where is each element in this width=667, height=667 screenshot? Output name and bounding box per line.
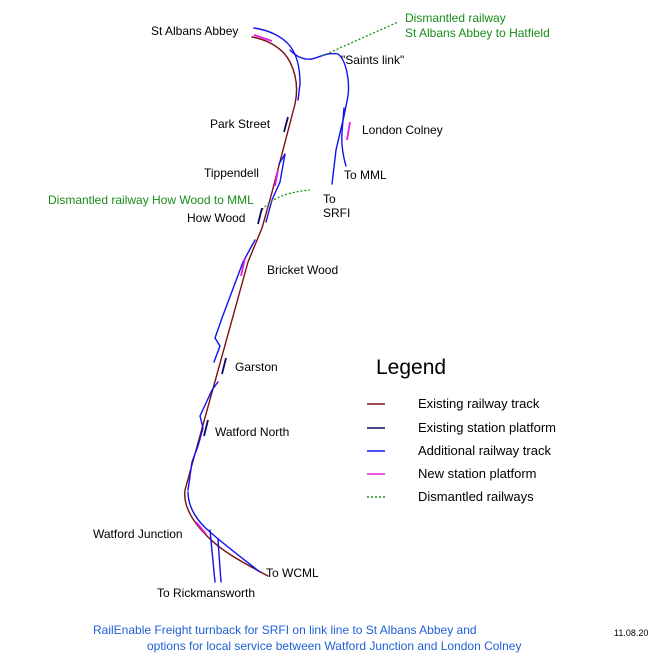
legend-label-dismantled: Dismantled railways — [418, 489, 534, 504]
label-to-rickmansworth: To Rickmansworth — [157, 586, 255, 600]
platform-how-wood — [257, 207, 263, 225]
legend-label-existing-platform: Existing station platform — [418, 420, 556, 435]
new-platform-abbey — [253, 34, 273, 42]
additional-track-rickmansworth-2 — [217, 539, 222, 583]
caption-line-2: options for local service between Watfor… — [147, 639, 521, 653]
additional-track-london-colney-spur — [341, 107, 347, 167]
label-dismantled-hatfield-1: Dismantled railway — [405, 11, 506, 25]
label-st-albans-abbey: St Albans Abbey — [151, 24, 238, 38]
legend-label-existing-track: Existing railway track — [418, 396, 540, 411]
additional-track-abbey-loop — [253, 27, 301, 101]
platform-park-street — [283, 116, 289, 133]
caption-line-1: RailEnable Freight turnback for SRFI on … — [93, 623, 477, 637]
label-garston: Garston — [235, 360, 278, 374]
label-london-colney: London Colney — [362, 123, 443, 137]
label-saints-link: "Saints link" — [341, 53, 404, 67]
dismantled-hatfield — [321, 21, 399, 57]
platform-garston — [221, 357, 227, 375]
legend-label-new-platform: New station platform — [418, 466, 537, 481]
legend-label-additional-track: Additional railway track — [418, 443, 551, 458]
new-platform-tippendell — [274, 169, 279, 187]
existing-track-main — [184, 36, 298, 577]
label-to-wcml: To WCML — [266, 566, 319, 580]
new-platform-watford-junction — [195, 521, 207, 535]
additional-track-tippendell-loop — [265, 153, 286, 223]
platform-watford-north — [203, 419, 209, 437]
label-tippendell: Tippendell — [204, 166, 259, 180]
additional-track-junction-curve — [187, 491, 261, 573]
legend: Legend Existing railway track Existing s… — [367, 356, 556, 504]
label-dismantled-hatfield-2: St Albans Abbey to Hatfield — [405, 26, 550, 40]
new-platform-london-colney — [346, 121, 351, 141]
label-watford-north: Watford North — [215, 425, 289, 439]
additional-track-watford-north-loop — [187, 381, 219, 491]
additional-track-rickmansworth-1 — [209, 529, 216, 583]
label-park-street: Park Street — [210, 117, 271, 131]
additional-track-saints-link — [289, 49, 350, 185]
label-to-mml: To MML — [344, 168, 387, 182]
label-bricket-wood: Bricket Wood — [267, 263, 338, 277]
label-to-srfi-1: To — [323, 192, 336, 206]
label-dismantled-how-wood: Dismantled railway How Wood to MML — [48, 193, 254, 207]
label-watford-junction: Watford Junction — [93, 527, 183, 541]
additional-track-group — [187, 27, 350, 583]
legend-title: Legend — [376, 356, 446, 379]
new-platform-bricket-wood — [240, 257, 246, 277]
dismantled-how-wood — [261, 189, 311, 211]
label-to-srfi-2: SRFI — [323, 206, 350, 220]
date-stamp: 11.08.20 — [614, 628, 648, 638]
label-how-wood: How Wood — [187, 211, 245, 225]
